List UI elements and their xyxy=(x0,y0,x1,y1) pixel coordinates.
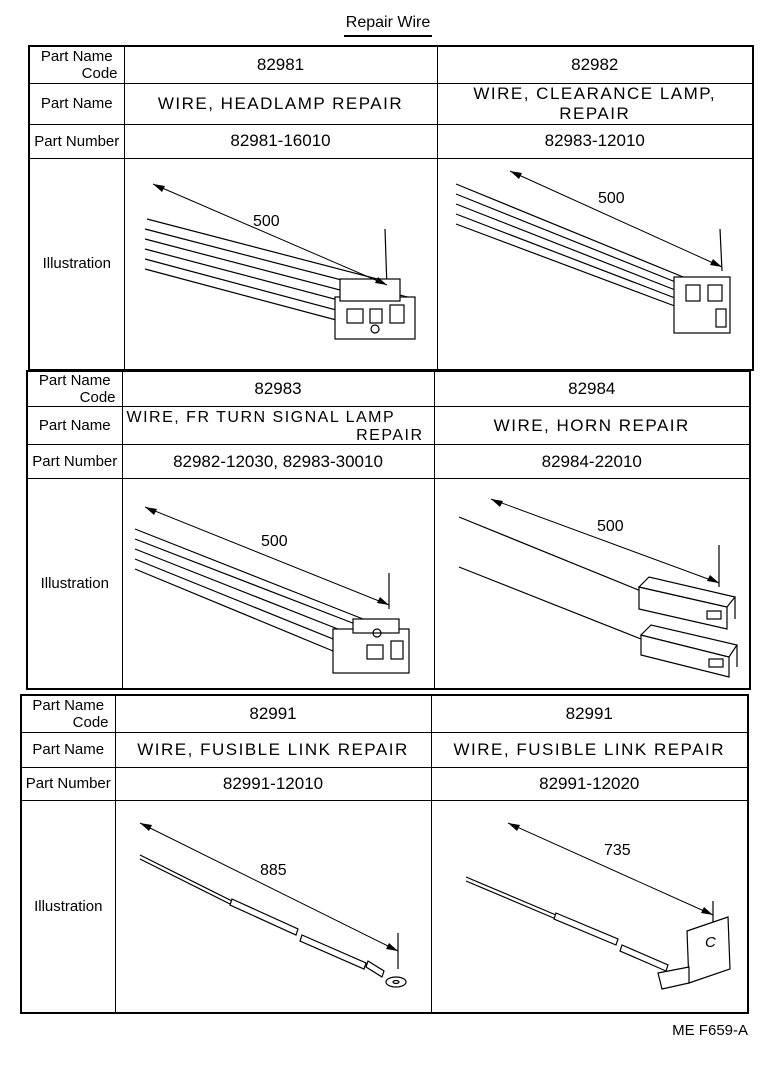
dimension-label: 500 xyxy=(253,213,280,230)
twin-wire-terminal-icon: 500 xyxy=(458,498,738,679)
number-label: Part Number xyxy=(26,444,123,479)
dimension-label: 500 xyxy=(597,518,624,535)
part-name: WIRE, FUSIBLE LINK REPAIR xyxy=(114,731,432,768)
illustration-cell: 885 xyxy=(114,799,432,1014)
part-name: WIRE, HORN REPAIR xyxy=(433,406,751,445)
name-label: Part Name xyxy=(20,731,116,768)
dimension-label: 735 xyxy=(604,842,631,859)
name-label: Part Name xyxy=(28,82,125,125)
number-label: Part Number xyxy=(28,123,125,159)
fusible-link-bracket-icon: C 735 xyxy=(465,822,731,990)
part-number: 82984-22010 xyxy=(433,444,751,479)
wire-bundle-connector-icon: 500 xyxy=(134,506,410,674)
bracket-mark: C xyxy=(705,934,716,951)
dimension-label: 500 xyxy=(261,533,288,550)
illustration-label: Illustration xyxy=(26,478,123,689)
page-title: Repair Wire xyxy=(0,14,776,37)
illustration-cell: 500 xyxy=(121,478,435,689)
illustration-cell: 500 xyxy=(123,157,438,371)
part-code: 82984 xyxy=(433,370,751,407)
dimension-label: 500 xyxy=(598,190,625,207)
fusible-link-ring-terminal-icon: 885 xyxy=(139,822,407,988)
illustration-label: Illustration xyxy=(20,799,116,1014)
number-label: Part Number xyxy=(20,766,116,801)
part-name: WIRE, FR TURN SIGNAL LAMP REPAIR xyxy=(121,406,435,445)
name-label: Part Name xyxy=(26,406,123,445)
dimension-label: 885 xyxy=(260,862,287,879)
part-number: 82991-12010 xyxy=(114,766,432,801)
part-number: 82982-12030, 82983-30010 xyxy=(121,444,435,479)
figure-reference: ME F659-A xyxy=(672,1022,748,1039)
illustration-label: Illustration xyxy=(28,157,125,371)
part-name: WIRE, HEADLAMP REPAIR xyxy=(123,82,438,125)
part-code: 82981 xyxy=(123,45,438,84)
part-name: WIRE, CLEARANCE LAMP, REPAIR xyxy=(436,82,754,125)
part-code: 82983 xyxy=(121,370,435,407)
part-number: 82983-12010 xyxy=(436,123,754,159)
wire-bundle-connector-icon: 500 xyxy=(455,170,731,334)
illustration-cell: 500 xyxy=(433,478,751,689)
wire-bundle-connector-icon: 500 xyxy=(144,183,416,340)
part-name: WIRE, FUSIBLE LINK REPAIR xyxy=(430,731,749,768)
illustration-cell: 500 xyxy=(436,157,754,371)
part-number: 82991-12020 xyxy=(430,766,749,801)
part-code: 82991 xyxy=(114,694,432,733)
part-code: 82982 xyxy=(436,45,754,84)
illustration-cell: C 735 xyxy=(430,799,749,1014)
part-code: 82991 xyxy=(430,694,749,733)
part-number: 82981-16010 xyxy=(123,123,438,159)
